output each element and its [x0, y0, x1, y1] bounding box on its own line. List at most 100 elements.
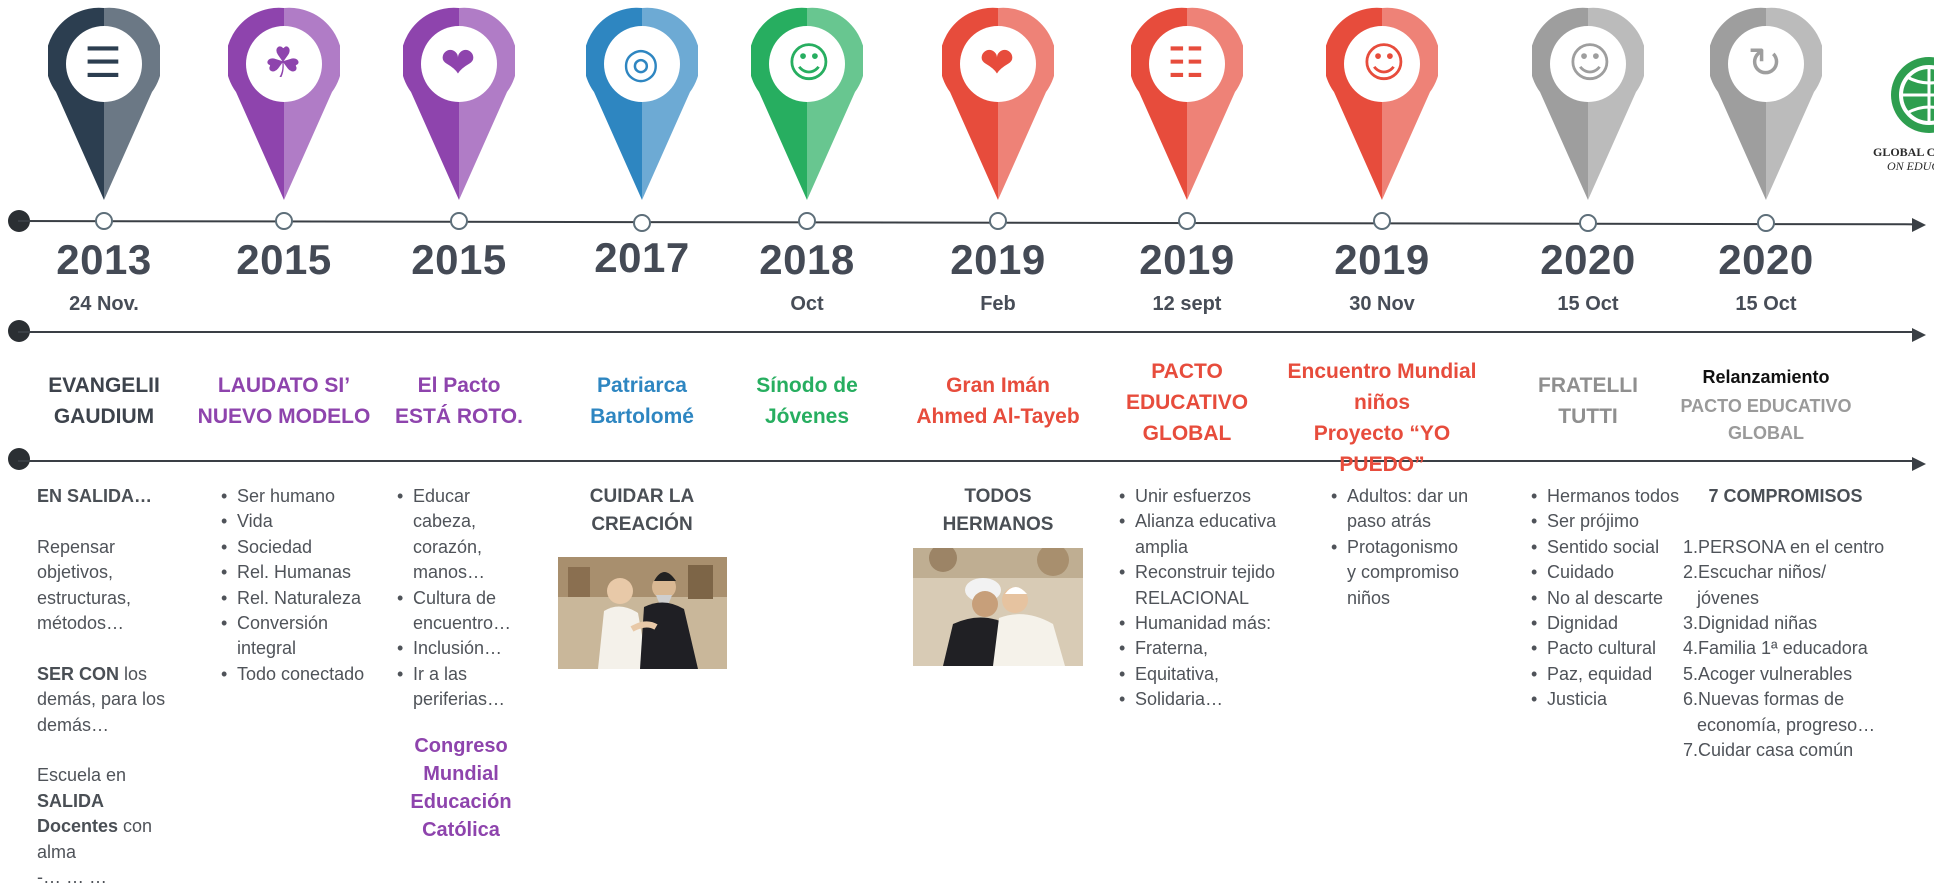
list-item: Paz, equidad [1531, 662, 1681, 688]
col-pacto-list: Educar cabeza, corazón, manos…Cultura de… [397, 484, 515, 713]
col-laudato-list: Ser humanoVidaSociedadRel. HumanasRel. N… [221, 484, 371, 688]
event-date: 15 Oct [1735, 293, 1797, 315]
event-year: 2018 [759, 236, 855, 283]
event-date: Oct [790, 293, 824, 315]
event-date: 15 Oct [1557, 293, 1619, 315]
event-year: 2020 [1540, 236, 1636, 283]
list-item: Inclusión… [397, 636, 515, 662]
event-title-line: LAUDATO SI’ [217, 374, 351, 397]
compromiso-item: 6.Nuevas formas de economía, progreso… [1683, 689, 1876, 735]
col0-paragraph-1: Repensar objetivos, estructuras, métodos… [37, 536, 132, 634]
list-item: Educar cabeza, corazón, manos… [397, 484, 515, 586]
event-date: 24 Nov. [69, 293, 139, 315]
global-compact-logo: GLOBAL C ON EDUC [1873, 55, 1934, 175]
timeline-line-1 [17, 220, 1916, 226]
location-pin-icon: ☷ [1128, 4, 1246, 204]
photo-pope-patriarch [558, 557, 727, 669]
event-title-line: Patriarca [597, 374, 687, 397]
timeline-marker [989, 212, 1007, 230]
event-title-line: ESTÁ ROTO. [395, 405, 523, 428]
timeline-arrow-3 [1912, 457, 1926, 471]
list-item: Ser prójimo [1531, 509, 1681, 535]
list-item: Pacto cultural [1531, 636, 1681, 662]
col-evangelii-text: EN SALIDA… Repensar objetivos, estructur… [37, 484, 177, 891]
event-year: 2019 [1334, 236, 1430, 283]
congreso-title: Congreso Mundial Educación Católica [410, 735, 512, 841]
timeline-arrow-1 [1912, 218, 1926, 232]
list-item: Solidaria… [1119, 687, 1289, 713]
logo-text-line-2: ON EDUC [1887, 159, 1934, 173]
list-item: Conversión integral [221, 611, 371, 662]
list-item: Unir esfuerzos [1119, 484, 1289, 510]
handshake-icon: ❤ [440, 38, 476, 87]
compromiso-item: 3.Dignidad niñas [1683, 613, 1818, 634]
event-date: Feb [980, 293, 1016, 315]
people-icon: ☺ [1568, 38, 1612, 87]
list-item: No al descarte [1531, 586, 1681, 612]
col0-paragraph-3a: Escuela en [37, 765, 127, 786]
book-icon: ☰ [84, 38, 122, 87]
timeline-marker [1757, 214, 1775, 232]
document-icon: ☷ [1167, 38, 1205, 87]
event-title-line: GAUDIUM [53, 405, 155, 428]
event-title-line: GLOBAL [1728, 423, 1804, 443]
compromiso-item: 1.PERSONA en el centro [1683, 536, 1885, 557]
list-item: Rel. Naturaleza [221, 586, 371, 612]
location-pin-icon: ❤ [939, 4, 1057, 204]
list-item: Equitativa, [1119, 662, 1289, 688]
refresh-icon: ↻ [1747, 38, 1783, 87]
list-item: Rel. Humanas [221, 560, 371, 586]
event-year: 2017 [594, 234, 690, 281]
event-year: 2015 [236, 236, 332, 283]
location-pin-icon: ☘ [225, 4, 343, 204]
col-encuentro-list: Adultos: dar un paso atrásProtagonismo y… [1331, 484, 1471, 611]
event-year: 2019 [950, 236, 1046, 283]
list-item: Humanidad más: [1119, 611, 1289, 637]
timeline-marker [633, 214, 651, 232]
location-pin-icon: ☰ [45, 4, 163, 204]
list-item: Todo conectado [221, 662, 371, 688]
event-title-line: PACTO EDUCATIVO [1680, 396, 1852, 416]
col0-paragraph-2: SER CON los demás, para los demás… [37, 663, 166, 735]
logo-text-line-1: GLOBAL C [1873, 145, 1934, 159]
location-pin-icon: ☺ [1323, 4, 1441, 204]
photo-pope-imam [913, 548, 1083, 666]
event-date: 12 sept [1152, 293, 1222, 315]
col0-heading: EN SALIDA… [37, 486, 153, 506]
event-title: LAUDATO SI’ NUEVO MODELO [194, 370, 374, 432]
event-title-line: PACTO [1151, 360, 1223, 383]
event-year: 2020 [1718, 236, 1814, 283]
timeline-arrow-2 [1912, 328, 1926, 342]
globe-icon [1891, 57, 1934, 133]
list-item: Cultura de encuentro… [397, 586, 515, 637]
list-item: Ser humano [221, 484, 371, 510]
event-title-line: El Pacto [417, 374, 501, 397]
timeline-marker [798, 212, 816, 230]
event-title-line: EVANGELII [48, 374, 160, 397]
list-item: Cuidado [1531, 560, 1681, 586]
timeline-marker [1579, 214, 1597, 232]
compromiso-item: 7.Cuidar casa común [1683, 740, 1854, 761]
location-pin-icon: ↻ [1707, 4, 1825, 204]
timeline-marker [95, 212, 113, 230]
timeline-line-2 [18, 331, 1916, 333]
todos-hermanos-heading: TODOS HERMANOS [942, 486, 1054, 535]
timeline-marker [450, 212, 468, 230]
timeline-line-3 [18, 460, 1916, 462]
people-icon: ☺ [787, 38, 831, 87]
event-title-line: TUTTI [1558, 405, 1618, 428]
handshake-icon: ❤ [979, 38, 1015, 87]
timeline-start-dot-3 [8, 448, 30, 470]
event-title-line: NUEVO MODELO [197, 405, 371, 428]
globe-icon: ◎ [622, 38, 660, 87]
location-pin-icon: ☺ [1529, 4, 1647, 204]
cuidar-creacion-heading: CUIDAR LA CREACIÓN [589, 486, 695, 535]
event-title-line: Proyecto “YO PUEDO” [1313, 422, 1451, 476]
event-year: 2019 [1139, 236, 1235, 283]
